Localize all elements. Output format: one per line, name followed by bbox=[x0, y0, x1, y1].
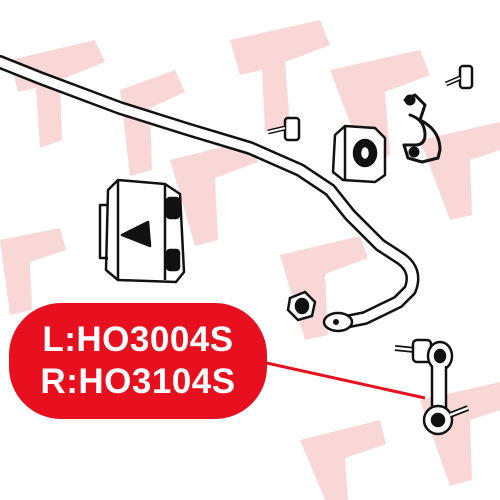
bolt-icon bbox=[267, 116, 301, 142]
stabilizer-link-icon bbox=[394, 338, 470, 436]
part-number-left: L:HO3004S bbox=[42, 320, 234, 359]
part-number-badge: L:HO3004S R:HO3104S bbox=[9, 303, 267, 419]
brand-watermark bbox=[0, 20, 500, 500]
bushing-icon bbox=[331, 124, 387, 184]
part-number-right: R:HO3104S bbox=[40, 362, 236, 401]
bolt-icon bbox=[445, 64, 474, 90]
stabilizer-bar-icon bbox=[0, 55, 420, 333]
bushing-clamp-icon bbox=[402, 93, 442, 164]
mounting-bracket-icon bbox=[98, 178, 186, 284]
leader-line bbox=[261, 360, 426, 400]
end-link-bushing-icon bbox=[286, 290, 317, 322]
